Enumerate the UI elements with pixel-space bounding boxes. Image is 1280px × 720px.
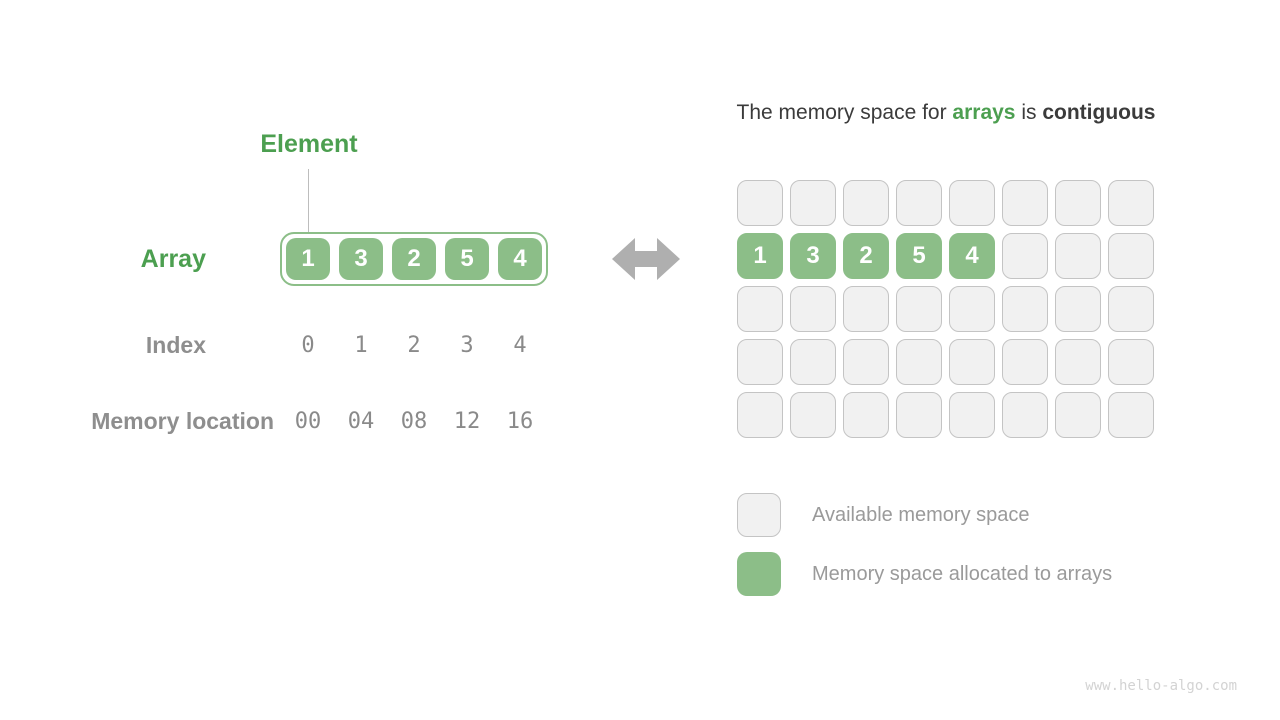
- title-highlight-arrays: arrays: [952, 101, 1016, 124]
- legend-label: Available memory space: [812, 503, 1030, 526]
- title-bold-contiguous: contiguous: [1042, 101, 1156, 124]
- grid-cell-available: [949, 392, 995, 438]
- grid-cell-available: [1055, 233, 1101, 279]
- index-value: 3: [460, 333, 474, 358]
- grid-cell-available: [949, 339, 995, 385]
- memory-location-value: 04: [347, 409, 375, 434]
- grid-cell-available: [1108, 339, 1154, 385]
- grid-cell-available: [1055, 180, 1101, 226]
- watermark-url: www.hello-algo.com: [1085, 678, 1237, 694]
- grid-cell-allocated: 5: [896, 233, 942, 279]
- memory-title: The memory space for arrays is contiguou…: [640, 101, 1252, 125]
- array-cell: 3: [339, 238, 383, 280]
- legend-swatch-allocated: [737, 552, 781, 596]
- grid-cell-available: [737, 180, 783, 226]
- array-label: Array: [140, 245, 206, 273]
- title-prefix: The memory space for: [736, 101, 953, 124]
- grid-cell-available: [843, 180, 889, 226]
- grid-cell-available: [896, 180, 942, 226]
- grid-cell-available: [1002, 233, 1048, 279]
- grid-cell-available: [737, 339, 783, 385]
- grid-cell-available: [737, 286, 783, 332]
- array-cell: 4: [498, 238, 542, 280]
- array-cell: 2: [392, 238, 436, 280]
- array-cell: 5: [445, 238, 489, 280]
- memory-location-value: 00: [294, 409, 322, 434]
- grid-cell-available: [949, 286, 995, 332]
- grid-cell-available: [790, 339, 836, 385]
- double-arrow-icon: [612, 237, 680, 286]
- grid-cell-available: [790, 180, 836, 226]
- index-label: Index: [145, 332, 206, 358]
- grid-cell-available: [1055, 286, 1101, 332]
- title-middle: is: [1015, 101, 1043, 124]
- legend-label: Memory space allocated to arrays: [812, 562, 1113, 585]
- memory-location-label: Memory location: [91, 408, 274, 434]
- grid-cell-available: [737, 392, 783, 438]
- grid-cell-available: [790, 286, 836, 332]
- grid-cell-available: [896, 339, 942, 385]
- grid-cell-available: [896, 392, 942, 438]
- legend-swatch-available: [737, 493, 781, 537]
- grid-cell-allocated: 1: [737, 233, 783, 279]
- element-connector-line: [308, 169, 309, 232]
- grid-cell-available: [1055, 392, 1101, 438]
- array-cell: 1: [286, 238, 330, 280]
- memory-location-value: 16: [506, 409, 534, 434]
- grid-cell-allocated: 3: [790, 233, 836, 279]
- grid-cell-available: [1002, 286, 1048, 332]
- grid-cell-available: [1108, 392, 1154, 438]
- memory-location-values-row: 00 04 08 12 16: [286, 408, 542, 436]
- grid-cell-available: [1002, 339, 1048, 385]
- index-values-row: 0 1 2 3 4: [286, 332, 542, 360]
- index-value: 1: [354, 333, 368, 358]
- legend-item: Memory space allocated to arrays: [737, 552, 1112, 596]
- memory-location-value: 08: [400, 409, 428, 434]
- index-value: 2: [407, 333, 421, 358]
- grid-cell-available: [1055, 339, 1101, 385]
- grid-cell-allocated: 2: [843, 233, 889, 279]
- grid-cell-available: [1108, 180, 1154, 226]
- index-value: 0: [301, 333, 315, 358]
- grid-cell-available: [843, 339, 889, 385]
- grid-cell-available: [790, 392, 836, 438]
- grid-cell-available: [949, 180, 995, 226]
- grid-cell-available: [843, 286, 889, 332]
- element-label: Element: [260, 130, 358, 158]
- grid-cell-available: [843, 392, 889, 438]
- grid-cell-available: [896, 286, 942, 332]
- legend-item: Available memory space: [737, 493, 1112, 537]
- grid-cell-available: [1002, 180, 1048, 226]
- index-value: 4: [513, 333, 527, 358]
- grid-cell-available: [1108, 233, 1154, 279]
- grid-cell-available: [1108, 286, 1154, 332]
- grid-cell-available: [1002, 392, 1048, 438]
- grid-cell-allocated: 4: [949, 233, 995, 279]
- memory-location-value: 12: [453, 409, 481, 434]
